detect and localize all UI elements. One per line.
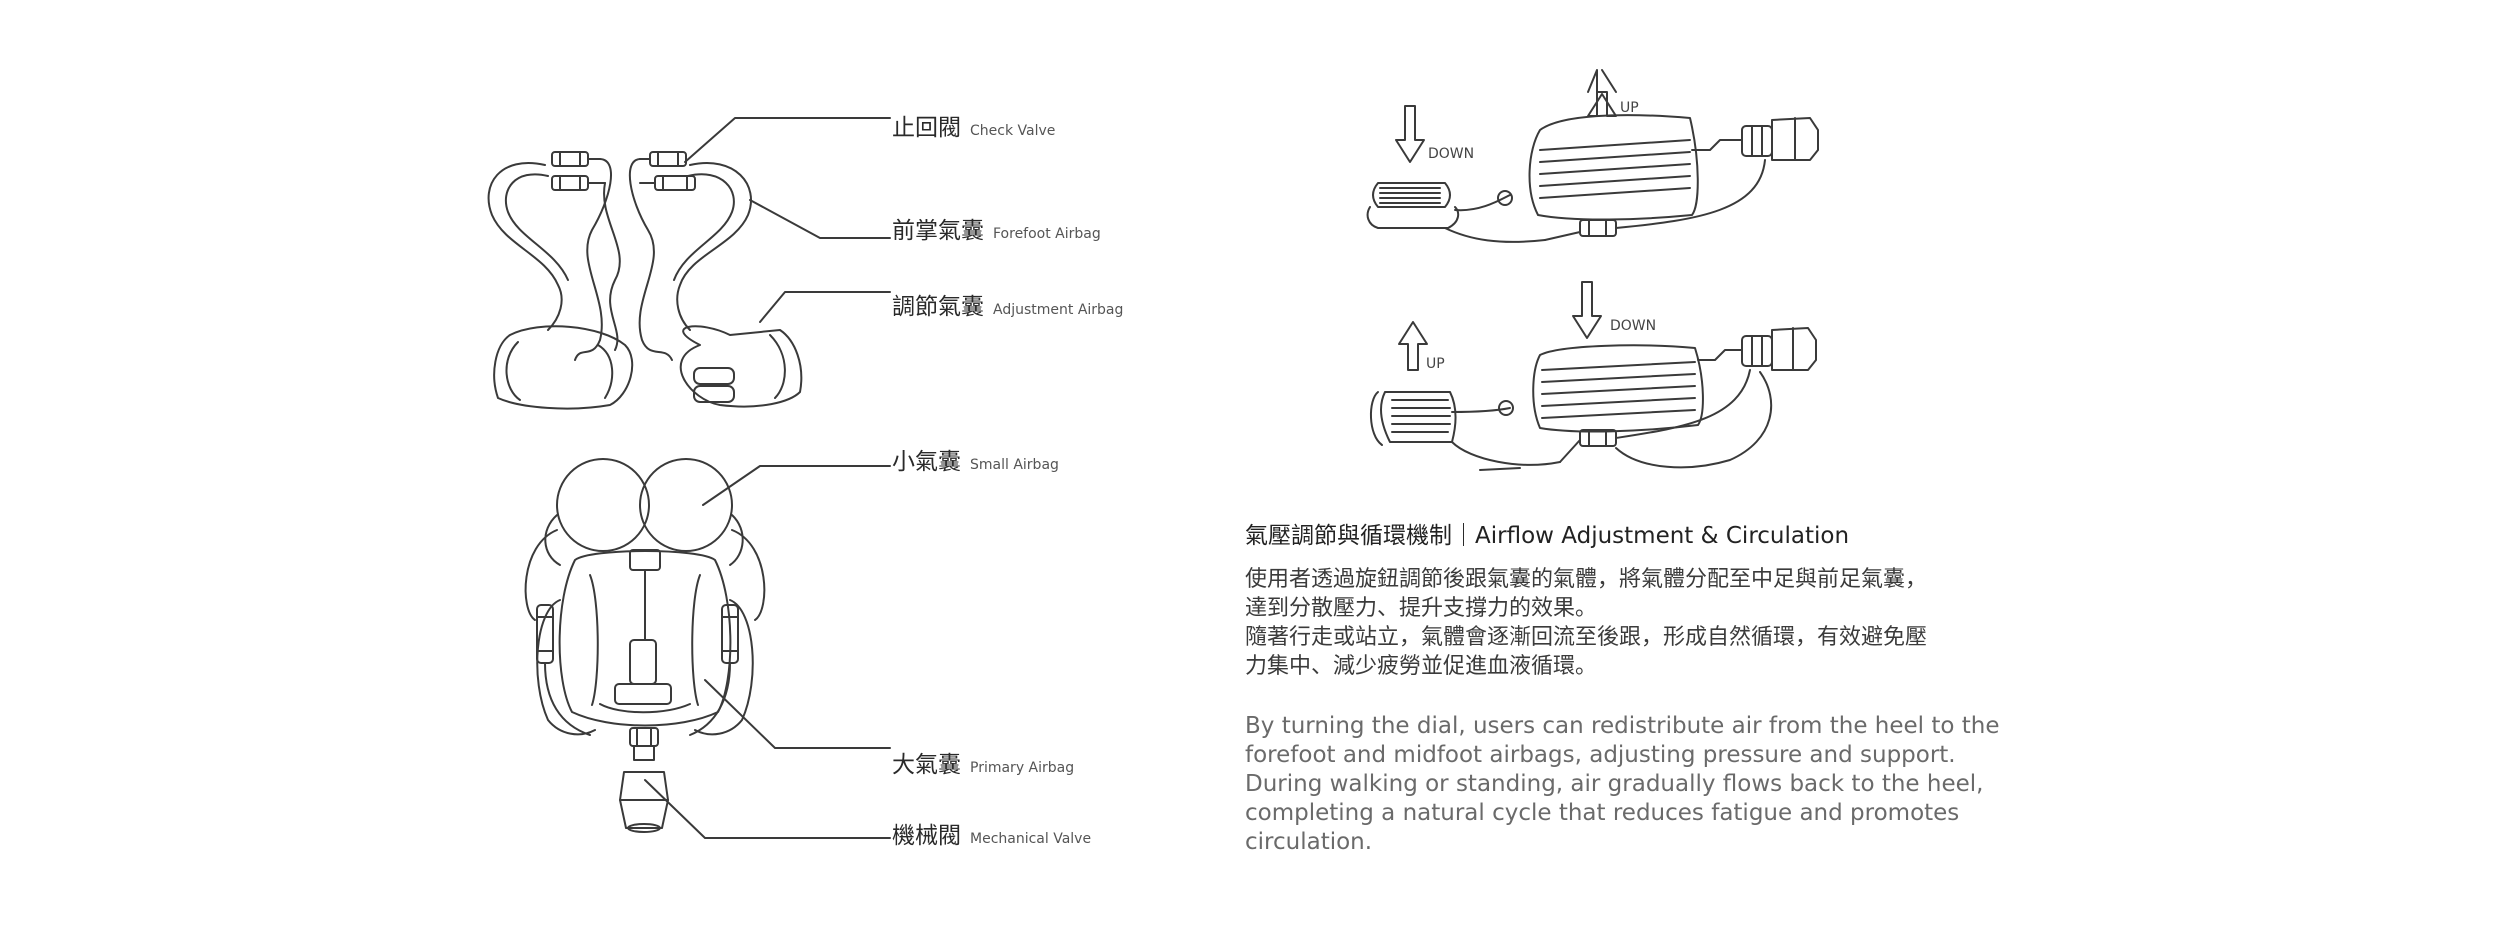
- description-zh: 使用者透過旋鈕調節後跟氣囊的氣體，將氣體分配至中足與前足氣囊， 達到分散壓力、提…: [1245, 565, 2025, 681]
- flow-top-down-label: DOWN: [1428, 146, 1475, 162]
- insole-airbag-network: [487, 117, 891, 410]
- label-adjustment-airbag-en: Adjustment Airbag: [993, 302, 1124, 318]
- label-forefoot-airbag: 前掌氣囊 Forefoot Airbag: [892, 211, 1101, 245]
- description-zh-line: 力集中、減少疲勞並促進血液循環。: [1245, 654, 1598, 679]
- label-check-valve: 止回閥 Check Valve: [892, 108, 1055, 142]
- description-en: By turning the dial, users can redistrib…: [1245, 713, 2000, 855]
- label-check-valve-zh: 止回閥: [892, 115, 961, 141]
- label-mechanical-valve-en: Mechanical Valve: [970, 831, 1092, 847]
- flow-top-up-label: UP: [1620, 100, 1639, 116]
- flow-bottom-up-label: UP: [1426, 356, 1445, 372]
- adjustment-airbag-left: [493, 325, 634, 410]
- section-title: 氣壓調節與循環機制｜Airflow Adjustment & Circulati…: [1245, 523, 1850, 549]
- label-forefoot-airbag-en: Forefoot Airbag: [993, 226, 1101, 242]
- label-mechanical-valve: 機械閥 Mechanical Valve: [892, 816, 1091, 850]
- description-zh-line: 使用者透過旋鈕調節後跟氣囊的氣體，將氣體分配至中足與前足氣囊，: [1245, 567, 1928, 592]
- label-check-valve-en: Check Valve: [970, 123, 1056, 139]
- check-valve-right: [639, 151, 696, 191]
- mechanical-valve: [619, 727, 669, 833]
- description-zh-line: 隨著行走或站立，氣體會逐漸回流至後跟，形成自然循環，有效避免壓: [1245, 625, 1928, 650]
- airflow-diagram-bottom: [1369, 281, 1817, 471]
- label-small-airbag: 小氣囊 Small Airbag: [892, 442, 1059, 476]
- adjustment-airbag-right: [679, 325, 803, 408]
- primary-airbag-assembly: [524, 458, 891, 839]
- check-valve-left: [551, 151, 606, 191]
- label-forefoot-airbag-zh: 前掌氣囊: [892, 218, 984, 244]
- label-mechanical-valve-zh: 機械閥: [892, 823, 961, 849]
- label-primary-airbag-zh: 大氣囊: [892, 752, 961, 778]
- label-primary-airbag-en: Primary Airbag: [970, 760, 1075, 776]
- label-small-airbag-zh: 小氣囊: [892, 449, 961, 475]
- description-zh-line: 達到分散壓力、提升支撐力的效果。: [1245, 596, 1598, 621]
- label-small-airbag-en: Small Airbag: [970, 457, 1059, 473]
- label-adjustment-airbag: 調節氣囊 Adjustment Airbag: [892, 287, 1123, 321]
- flow-bottom-down-label: DOWN: [1610, 318, 1657, 334]
- label-adjustment-airbag-zh: 調節氣囊: [892, 294, 984, 320]
- airflow-diagram-top: [1366, 69, 1819, 243]
- label-primary-airbag: 大氣囊 Primary Airbag: [892, 745, 1074, 779]
